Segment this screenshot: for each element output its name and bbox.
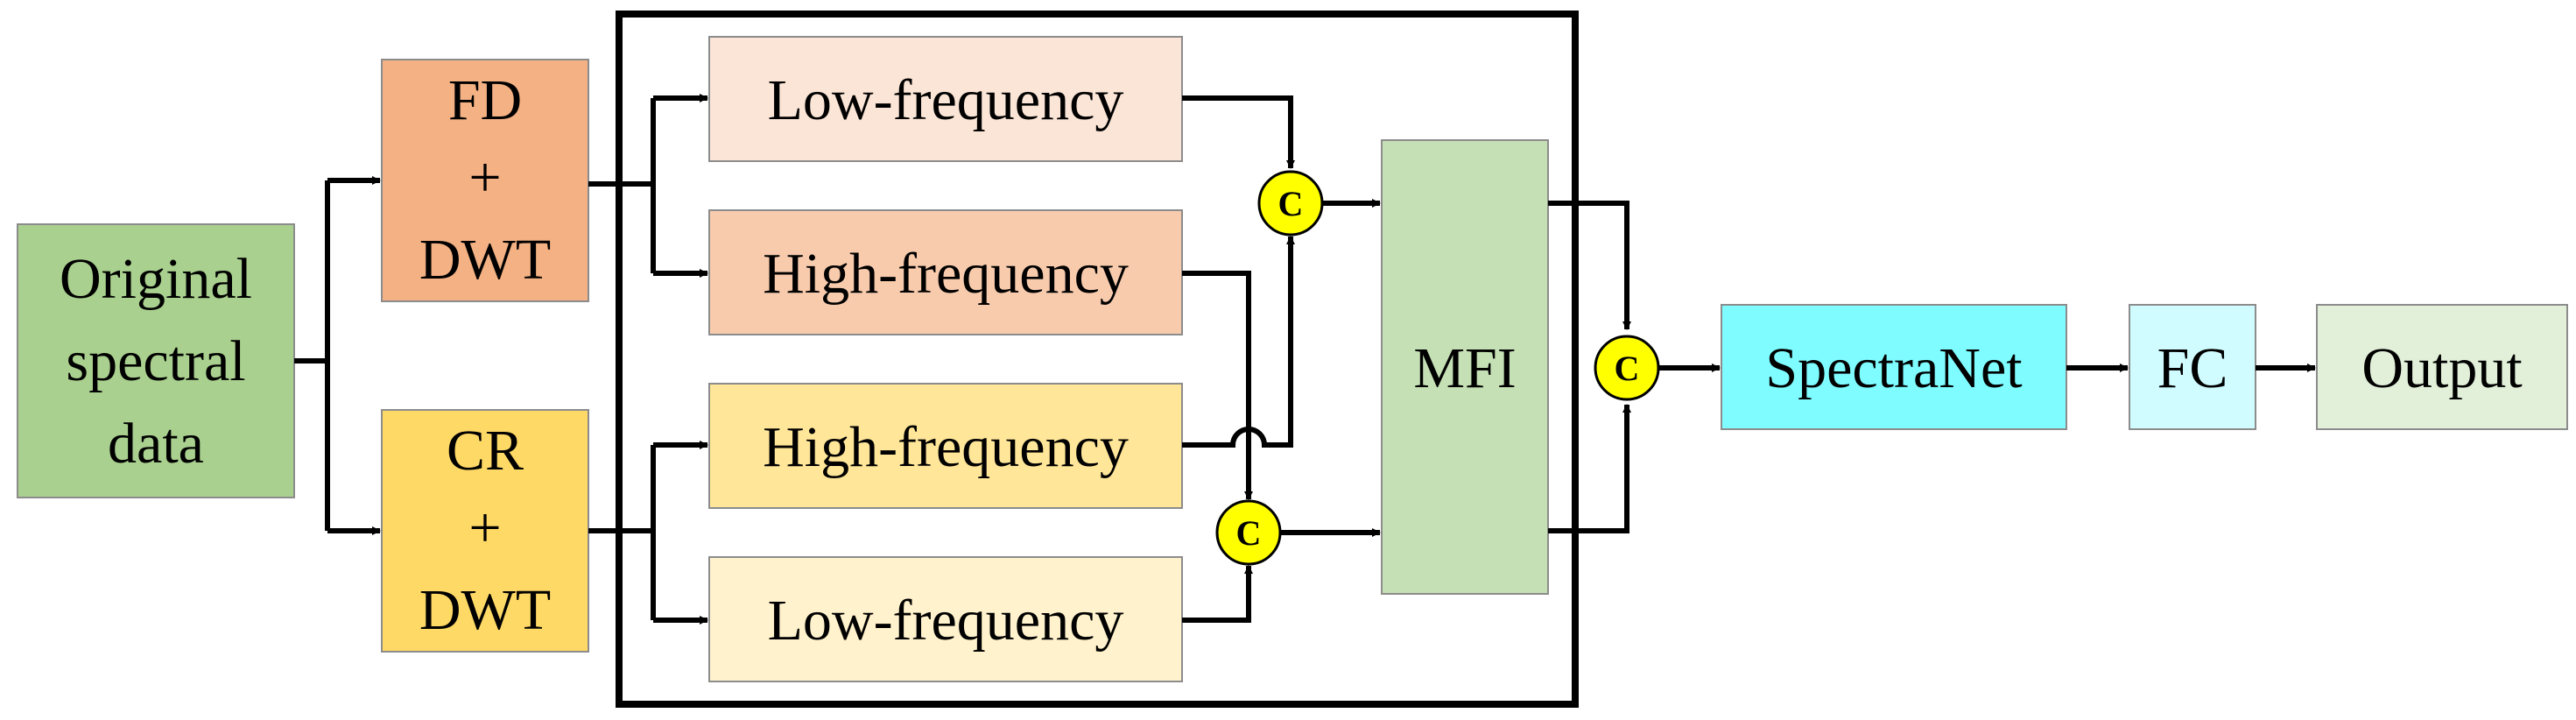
fd-label-line-3: DWT — [419, 228, 551, 292]
original-box — [17, 223, 295, 498]
high-frequency-fd-label: High-frequency — [763, 242, 1129, 306]
arrow-high-bottom-to-c1 — [1182, 236, 1295, 448]
fc-box — [2129, 304, 2256, 430]
concat-circle-2 — [1215, 499, 1282, 566]
spectranet-node: SpectraNet — [1721, 304, 2067, 430]
arrow-mfi-bottom-to-c3 — [1548, 404, 1631, 533]
high-frequency-cr-node: High-frequency — [708, 383, 1183, 509]
feature-block-frame — [616, 11, 1579, 708]
original-spectral-data-node: Original spectral data — [17, 223, 295, 498]
cr-label-line-2: + — [468, 496, 501, 560]
cr-label-line-3: DWT — [419, 578, 551, 642]
fd-label-line-1: FD — [448, 68, 522, 132]
cr-dwt-node: CR + DWT — [381, 409, 589, 653]
arrow-low-bottom-to-c2 — [1182, 565, 1253, 623]
concat-label-2: C — [1236, 513, 1262, 553]
high-frequency-fd-node: High-frequency — [708, 209, 1183, 335]
original-label-line-3: data — [108, 412, 204, 476]
concat-node-1: C — [1257, 170, 1324, 236]
concat-circle-1 — [1257, 170, 1324, 236]
low-frequency-fd-node: Low-frequency — [708, 36, 1183, 162]
spectranet-label: SpectraNet — [1765, 336, 2022, 400]
concat-label-1: C — [1278, 184, 1304, 223]
fd-label-line-2: + — [468, 145, 501, 209]
concat-node-2: C — [1215, 499, 1282, 566]
mfi-box — [1381, 139, 1549, 595]
low-frequency-fd-label: Low-frequency — [768, 68, 1124, 132]
low-frequency-cr-node: Low-frequency — [708, 556, 1183, 682]
mfi-node: MFI — [1381, 139, 1549, 595]
arrow-low-top-to-c1 — [1182, 95, 1295, 169]
output-box — [2316, 304, 2568, 430]
low-frequency-cr-label: Low-frequency — [768, 589, 1124, 653]
high-frequency-cr-box — [708, 383, 1183, 509]
wire-original-split — [294, 180, 330, 531]
spectranet-box — [1721, 304, 2067, 430]
original-label-line-1: Original — [60, 247, 252, 311]
fd-dwt-node: FD + DWT — [381, 59, 589, 302]
mfi-label: MFI — [1413, 336, 1516, 400]
low-frequency-cr-box — [708, 556, 1183, 682]
output-label: Output — [2361, 336, 2522, 400]
fc-node: FC — [2129, 304, 2256, 430]
output-node: Output — [2316, 304, 2568, 430]
wire-cr-split — [588, 445, 656, 620]
high-frequency-cr-label: High-frequency — [763, 415, 1129, 479]
fc-label: FC — [2157, 336, 2228, 400]
concat-node-3: C — [1594, 335, 1660, 401]
concat-label-3: C — [1615, 349, 1640, 388]
high-frequency-fd-box — [708, 209, 1183, 335]
low-frequency-fd-box — [708, 36, 1183, 162]
fd-dwt-box — [381, 59, 589, 302]
original-label-line-2: spectral — [66, 329, 245, 393]
arrow-mfi-top-to-c3 — [1548, 201, 1631, 330]
cr-label-line-1: CR — [447, 419, 524, 483]
concat-circle-3 — [1594, 335, 1660, 401]
cr-dwt-box — [381, 409, 589, 653]
wire-fd-split — [588, 98, 656, 273]
arrow-high-top-to-c2 — [1182, 271, 1253, 500]
